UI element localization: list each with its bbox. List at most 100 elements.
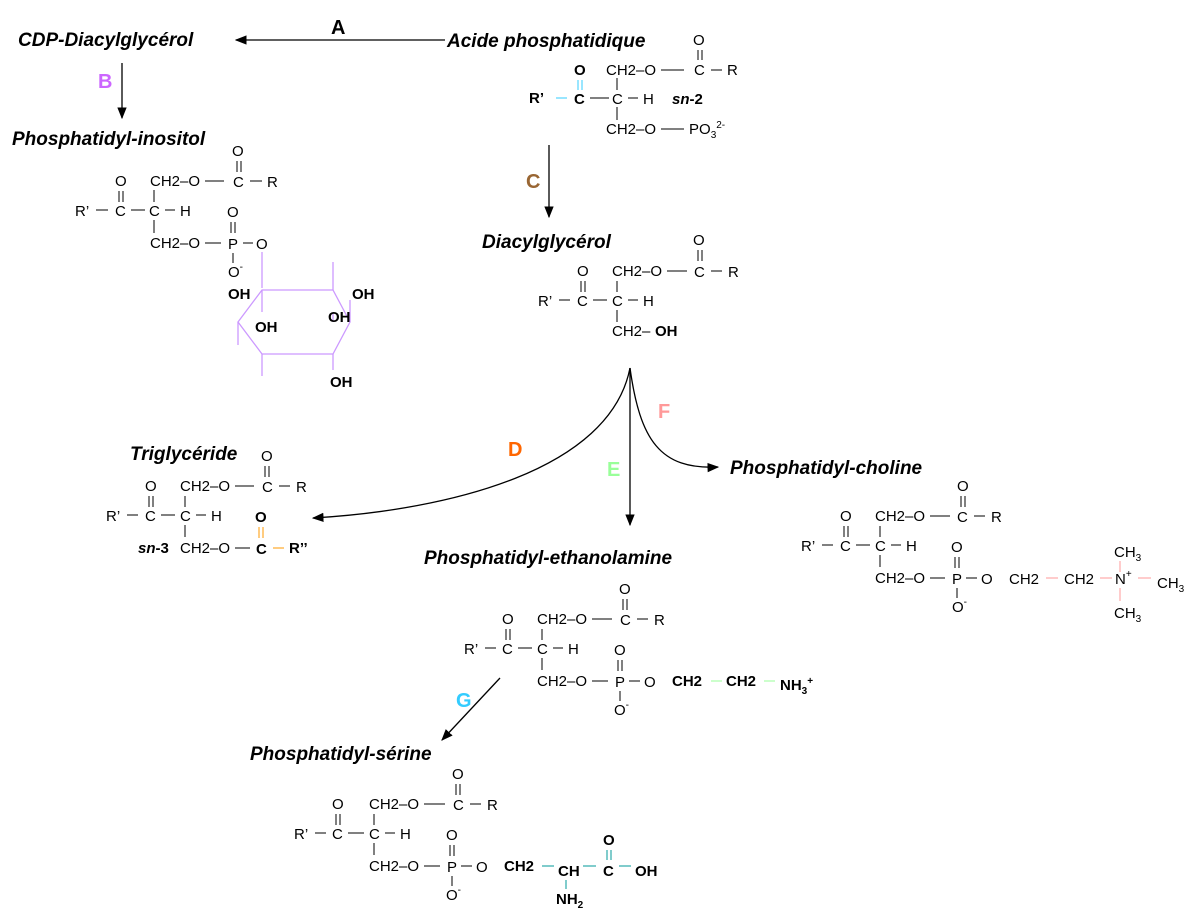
atom-c: C <box>180 508 191 525</box>
atom-ch: CH <box>558 863 580 880</box>
atom-ch2o: CH2–O <box>537 611 587 628</box>
atom-h: H <box>400 826 411 843</box>
atom-o: O <box>693 232 705 249</box>
atom-c: C <box>502 641 513 658</box>
step-label-a: A <box>331 17 345 39</box>
atom-ch2o: CH2–O <box>150 235 200 252</box>
atom-c: C <box>369 826 380 843</box>
atom-nh3-plus: NH3+ <box>780 676 813 697</box>
atom-r: R <box>728 264 739 281</box>
atom-o: O <box>115 173 127 190</box>
atom-o-minus: O- <box>228 262 243 281</box>
atom-c: C <box>332 826 343 843</box>
atom-o-minus: O- <box>614 700 629 719</box>
title-acide-phosphatidique: Acide phosphatidique <box>446 31 646 52</box>
atom-r: R <box>267 174 278 191</box>
atom-c: C <box>233 174 244 191</box>
step-label-c: C <box>526 171 540 193</box>
atom-r: R <box>296 479 307 496</box>
atom-oh: OH <box>635 863 658 880</box>
atom-r-prime: R’ <box>106 508 120 525</box>
atom-ch2o: CH2–O <box>606 121 656 138</box>
atom-r-double-prime: R’’ <box>289 540 308 557</box>
atom-r-prime: R’ <box>75 203 89 220</box>
atom-ch2o: CH2–O <box>875 508 925 525</box>
atom-c: C <box>145 508 156 525</box>
title-phosphatidyl-ethanolamine: Phosphatidyl-ethanolamine <box>424 548 673 569</box>
atom-r-prime: R’ <box>538 293 552 310</box>
atom-p: P <box>952 571 962 588</box>
atom-r-prime: R’ <box>529 90 544 107</box>
atom-p: P <box>615 674 625 691</box>
atom-p: P <box>228 236 238 253</box>
atom-h: H <box>568 641 579 658</box>
atom-o: O <box>693 32 705 49</box>
atom-c: C <box>149 203 160 220</box>
atom-o-minus: O- <box>446 885 461 904</box>
atom-c: C <box>875 538 886 555</box>
atom-o: O <box>261 448 273 465</box>
atom-c: C <box>537 641 548 658</box>
atom-o: O <box>840 508 852 525</box>
atom-ch2o: CH2–O <box>606 62 656 79</box>
atom-c-sn3: C <box>256 541 267 558</box>
atom-r-prime: R’ <box>801 538 815 555</box>
atom-ch2o: CH2–O <box>150 173 200 190</box>
title-phosphatidyl-serine: Phosphatidyl-sérine <box>250 744 432 765</box>
atom-oh: OH <box>228 286 251 303</box>
atom-o: O <box>614 642 626 659</box>
arrow-g <box>441 677 501 741</box>
atom-oh: OH <box>352 286 375 303</box>
atom-oh: OH <box>655 323 678 340</box>
atom-ch3: CH3 <box>1114 605 1142 625</box>
structure-phosphatidyl-ethanolamine: O O CH2–O C R R’ C C H O CH2–O P O O- CH… <box>464 581 813 719</box>
atom-o: O <box>502 611 514 628</box>
atom-ch2: CH2 <box>726 673 756 690</box>
atom-ch2o: CH2–O <box>612 263 662 280</box>
atom-o: O <box>619 581 631 598</box>
structure-phosphatidyl-inositol: O O CH2–O C R R’ C C H O CH2–O P O O- <box>75 143 375 391</box>
arrows <box>117 35 720 741</box>
title-phosphatidyl-inositol: Phosphatidyl-inositol <box>12 129 206 150</box>
atom-ch2o: CH2–O <box>369 796 419 813</box>
atom-r-prime: R’ <box>294 826 308 843</box>
structure-phosphatidyl-choline: O O CH2–O C R R’ C C H O CH2–O P O O- CH… <box>801 478 1185 625</box>
atom-h: H <box>180 203 191 220</box>
structure-phosphatidyl-serine: O O CH2–O C R R’ C C H O CH2–O P O O- CH… <box>294 766 658 909</box>
atom-h: H <box>211 508 222 525</box>
atom-c-sn2: C <box>574 91 585 108</box>
atom-o-sn2: O <box>574 62 586 79</box>
atom-o: O <box>232 143 244 160</box>
atom-oh: OH <box>255 319 278 336</box>
atom-r-prime: R’ <box>464 641 478 658</box>
atom-o: O <box>446 827 458 844</box>
step-label-g: G <box>456 690 472 712</box>
atom-c: C <box>957 509 968 526</box>
atom-c: C <box>694 62 705 79</box>
atom-r: R <box>654 612 665 629</box>
atom-o-minus: O- <box>952 597 967 616</box>
atom-o: O <box>644 674 656 691</box>
atom-o-sn3: O <box>255 509 267 526</box>
atom-o: O <box>603 832 615 849</box>
structure-triglyceride: O O CH2–O C R R’ C C H O sn-3 CH2–O C R’… <box>106 448 308 558</box>
step-label-b: B <box>98 71 112 93</box>
atom-oh: OH <box>330 374 353 391</box>
atom-n-plus: N+ <box>1115 569 1132 588</box>
atom-o: O <box>145 478 157 495</box>
structure-acide-phosphatidique: O CH2–O C R O R’ C C H sn-2 CH2–O PO32- <box>529 32 738 141</box>
atom-ch2: CH2 <box>504 858 534 875</box>
atom-o: O <box>981 571 993 588</box>
atom-o: O <box>951 539 963 556</box>
atom-c: C <box>612 91 623 108</box>
atom-nh2: NH2 <box>556 891 584 909</box>
atom-c: C <box>577 293 588 310</box>
step-label-d: D <box>508 439 522 461</box>
atom-c: C <box>603 863 614 880</box>
atom-ch3: CH3 <box>1157 575 1185 595</box>
title-phosphatidyl-choline: Phosphatidyl-choline <box>730 458 923 479</box>
atom-oh: OH <box>328 309 351 326</box>
atom-ch2: CH2– <box>612 323 651 340</box>
